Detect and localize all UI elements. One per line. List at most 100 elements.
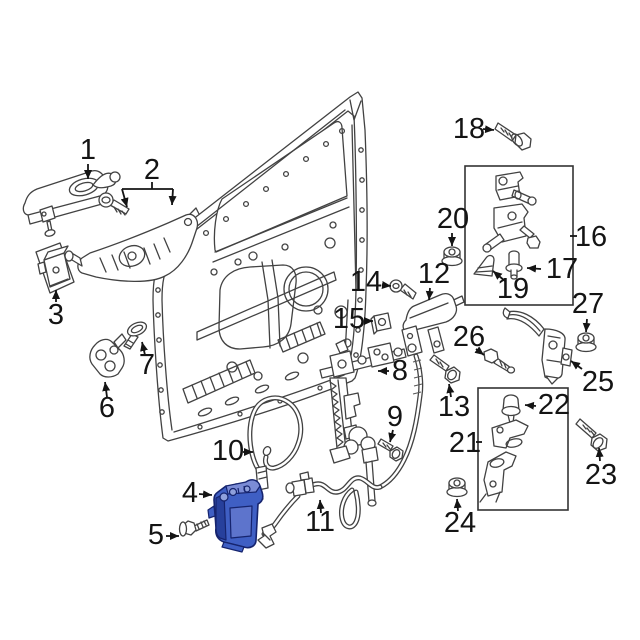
callout-25: 25 — [570, 360, 614, 398]
callout-9: 9 — [387, 401, 403, 443]
callout-10-label: 10 — [212, 435, 244, 467]
callout-13-arrow — [446, 383, 455, 398]
speaker-hole — [283, 266, 329, 312]
callout-21: 21 — [449, 427, 482, 459]
callout-18-label: 18 — [453, 113, 485, 145]
callout-13: 13 — [438, 383, 470, 423]
callout-22: 22 — [524, 389, 570, 421]
callout-6-arrow — [102, 381, 111, 398]
door-inner-panel — [152, 91, 368, 442]
callout-25-label: 25 — [582, 366, 614, 398]
callout-4-label: 4 — [182, 477, 198, 509]
callout-7-arrow — [140, 341, 148, 356]
callout-22-arrow — [524, 401, 537, 410]
callout-23-label: 23 — [585, 459, 617, 491]
part-14-bolt — [389, 279, 417, 300]
callout-23-arrow — [595, 447, 604, 462]
callout-15-label: 15 — [333, 303, 365, 335]
access-hole — [218, 264, 297, 350]
callout-26-label: 26 — [453, 321, 485, 353]
callout-23: 23 — [585, 447, 617, 491]
part-9-bolt — [377, 438, 404, 462]
part-20-nut — [441, 246, 463, 267]
callout-4: 4 — [182, 477, 213, 509]
callout-14: 14 — [350, 266, 392, 298]
callout-2-arrow-right — [168, 188, 177, 206]
callout-11-arrow — [316, 499, 325, 514]
callout-16-label: 16 — [575, 221, 607, 253]
callout-8: 8 — [378, 355, 408, 387]
part-17-stud — [505, 250, 523, 280]
callout-19: 19 — [492, 270, 529, 305]
callout-2-label: 2 — [144, 154, 160, 186]
callout-14-label: 14 — [350, 266, 382, 298]
callout-8-label: 8 — [392, 355, 408, 387]
callout-24: 24 — [444, 498, 476, 539]
part-5-screw — [178, 519, 210, 537]
callout-10: 10 — [212, 435, 253, 467]
callout-2: 2 — [120, 154, 177, 208]
part-22-bolt — [501, 394, 521, 424]
callout-21-label: 21 — [449, 427, 481, 459]
callout-24-label: 24 — [444, 507, 476, 539]
part-27-nut — [575, 332, 597, 353]
vent-hatch-upper — [277, 321, 326, 353]
callout-20-label: 20 — [437, 203, 469, 235]
panel-holes — [197, 221, 352, 417]
callout-15: 15 — [333, 303, 373, 335]
part-4-door-latch-highlighted — [207, 479, 264, 553]
callout-18: 18 — [453, 113, 495, 145]
lock-rod-connector — [361, 446, 379, 464]
part-19-bumper — [473, 254, 495, 277]
callout-2-arrow-left — [120, 188, 129, 208]
callout-27-label: 27 — [572, 288, 604, 320]
callout-5: 5 — [148, 519, 179, 551]
callout-17: 17 — [526, 253, 578, 285]
callout-4-arrow — [198, 490, 213, 499]
part-11-cable-assembly — [257, 353, 424, 549]
callout-26-arrow — [474, 346, 485, 356]
callout-11: 11 — [305, 499, 335, 538]
callout-20: 20 — [437, 203, 469, 246]
part-23-bolt — [575, 418, 608, 452]
callout-26: 26 — [453, 321, 485, 356]
callout-14-arrow — [381, 281, 392, 289]
cable-end-fitting — [257, 523, 277, 549]
lower-striker-bracket — [479, 451, 517, 503]
callouts: 1 2 3 4 5 6 7 8 9 10 11 12 13 14 — [48, 113, 617, 551]
part-16-hinge-kit-box — [464, 165, 574, 306]
flange-holes — [155, 127, 365, 430]
callout-9-label: 9 — [387, 401, 403, 433]
callout-25-arrow — [570, 360, 583, 370]
callout-3-label: 3 — [48, 299, 64, 331]
callout-16: 16 — [570, 221, 607, 253]
callout-1-label: 1 — [80, 134, 96, 166]
part-2-handle-reinforcement — [64, 207, 200, 283]
callout-17-label: 17 — [546, 253, 578, 285]
callout-7-label: 7 — [139, 349, 155, 381]
callout-6: 6 — [99, 381, 115, 424]
callout-19-arrow — [492, 270, 506, 282]
part-8-window-regulator — [319, 339, 407, 507]
callout-24-arrow — [453, 498, 462, 512]
callout-9-arrow — [388, 429, 397, 443]
part-15-clip — [370, 312, 392, 335]
part-6-bracket — [89, 333, 127, 378]
callout-7: 7 — [139, 341, 155, 381]
lower-hinge — [482, 203, 541, 253]
callout-12: 12 — [418, 258, 450, 301]
part-21-striker-kit-box — [477, 387, 569, 511]
part-13-bolt — [429, 354, 461, 384]
part-1-exterior-handle — [22, 170, 121, 237]
part-18-bolt — [494, 122, 532, 151]
callout-5-label: 5 — [148, 519, 164, 551]
upper-striker-bracket — [491, 419, 529, 449]
callout-18-arrow — [482, 125, 495, 134]
callout-27: 27 — [572, 288, 604, 333]
callout-6-label: 6 — [99, 392, 115, 424]
part-25-door-check — [502, 307, 573, 385]
callout-27-arrow — [582, 318, 591, 333]
part-2-bolt — [98, 192, 130, 216]
part-26-stud-bolt — [483, 348, 516, 374]
